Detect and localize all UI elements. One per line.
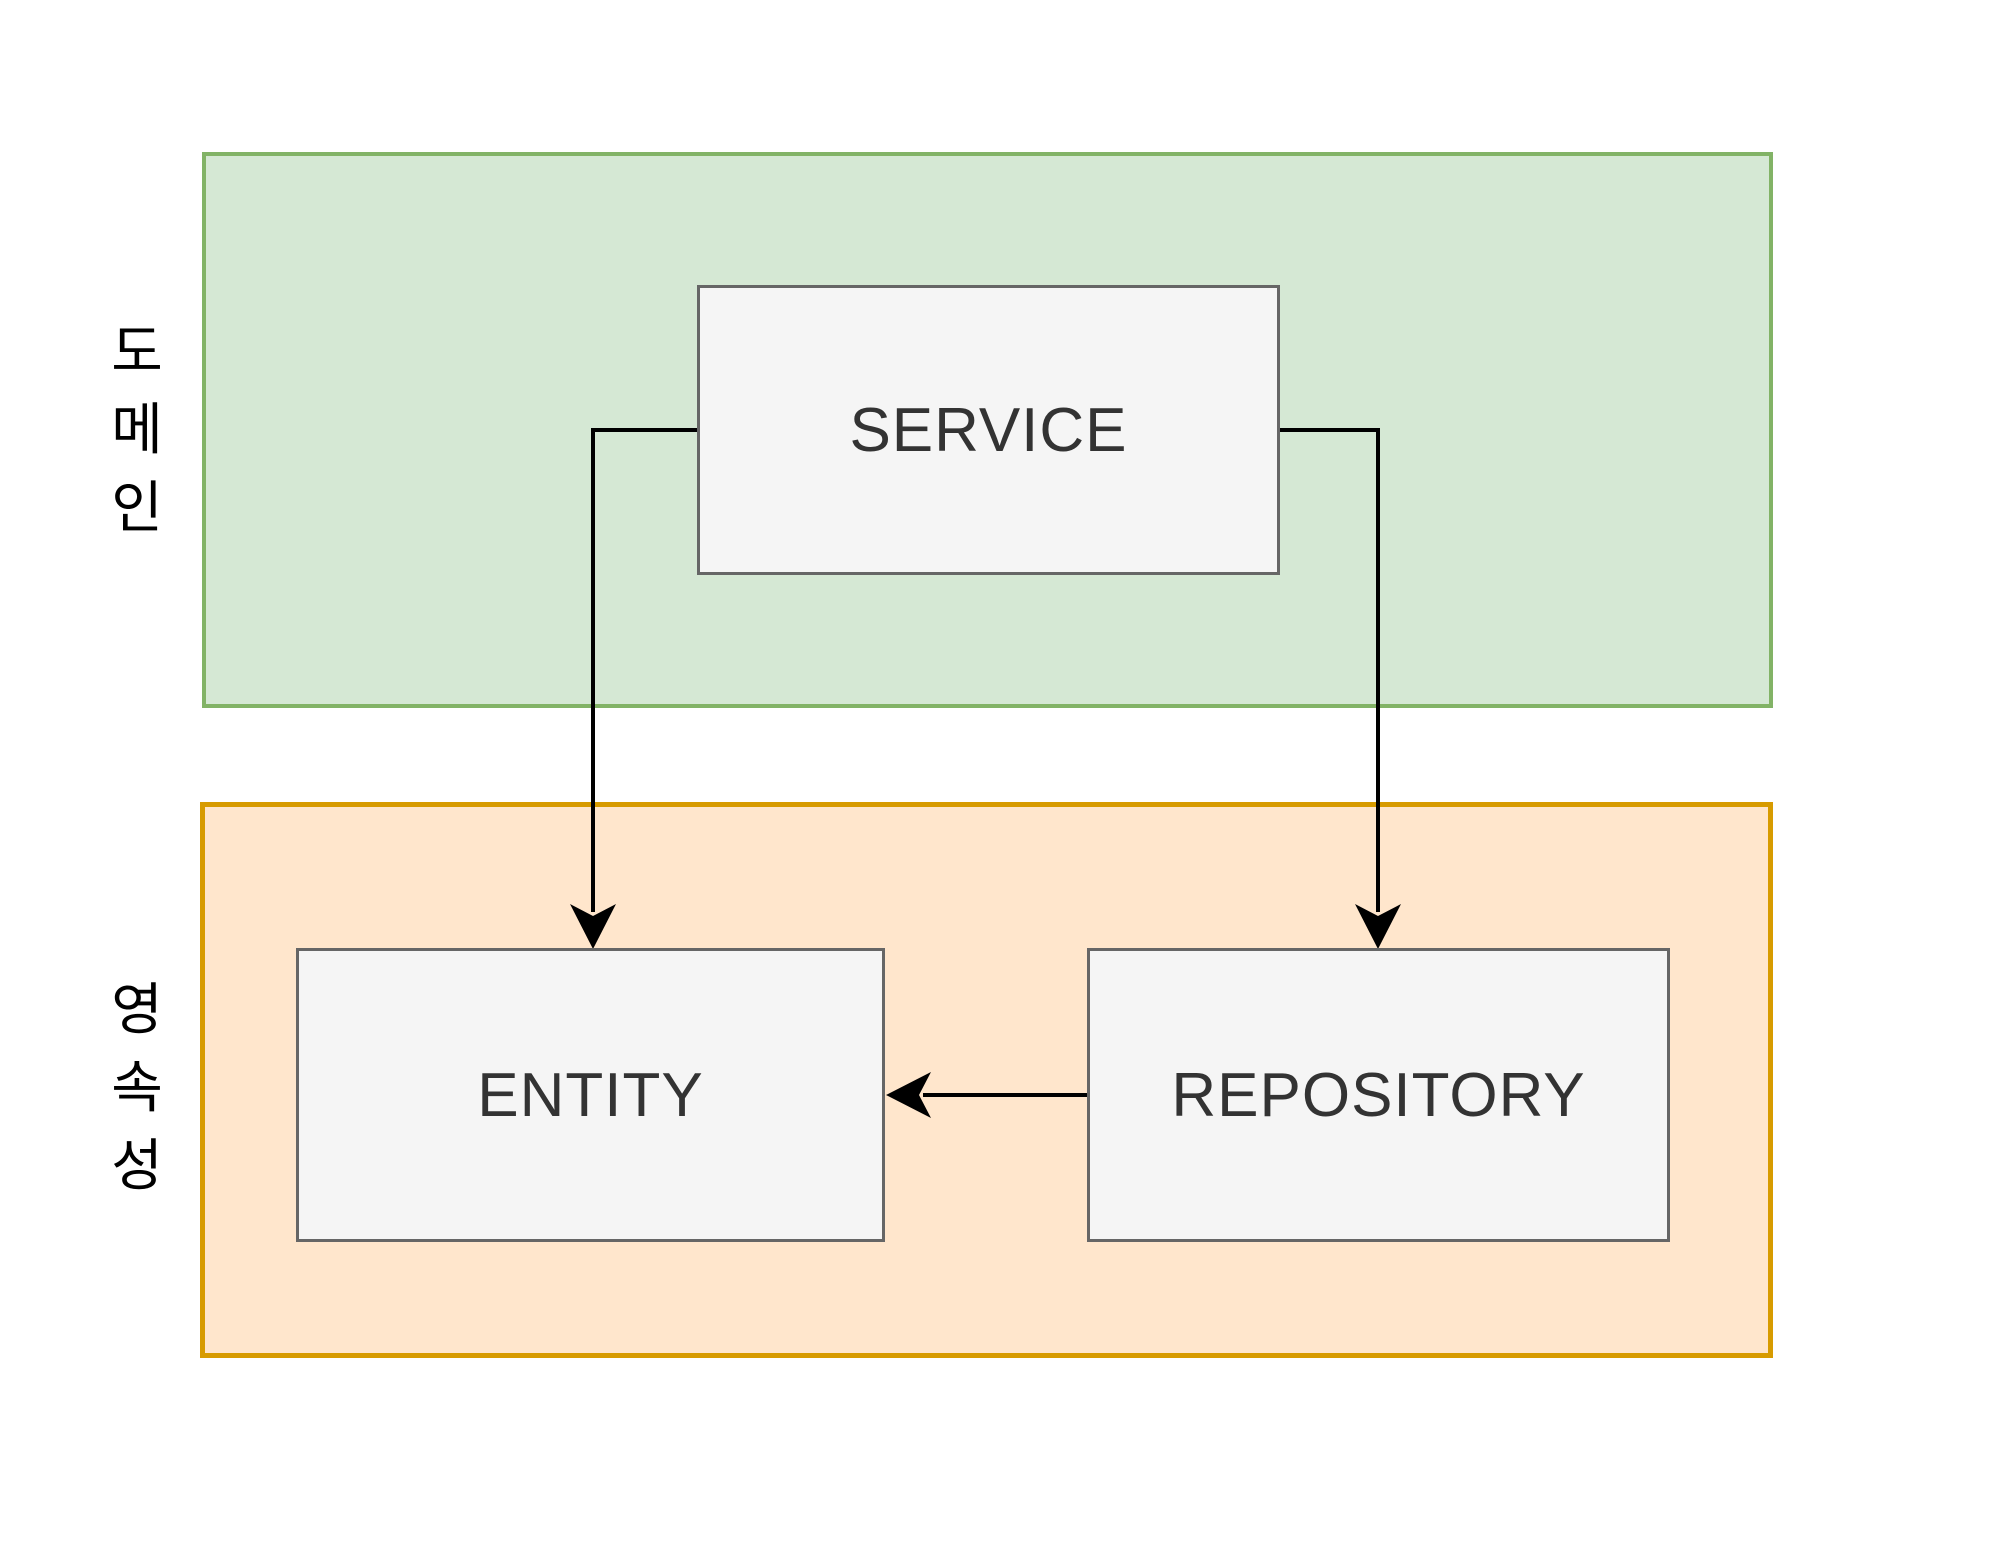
node-service-label: SERVICE xyxy=(849,395,1128,465)
node-entity: ENTITY xyxy=(296,948,885,1242)
node-repository-label: REPOSITORY xyxy=(1171,1060,1586,1130)
node-service: SERVICE xyxy=(697,285,1280,575)
lane-label-persistence-text: 영속성 xyxy=(111,978,163,1197)
lane-label-persistence: 영속성 xyxy=(87,971,187,1205)
node-entity-label: ENTITY xyxy=(477,1060,704,1130)
node-repository: REPOSITORY xyxy=(1087,948,1670,1242)
lane-label-domain-text: 도메인 xyxy=(111,320,163,539)
lane-label-domain: 도메인 xyxy=(87,313,187,547)
